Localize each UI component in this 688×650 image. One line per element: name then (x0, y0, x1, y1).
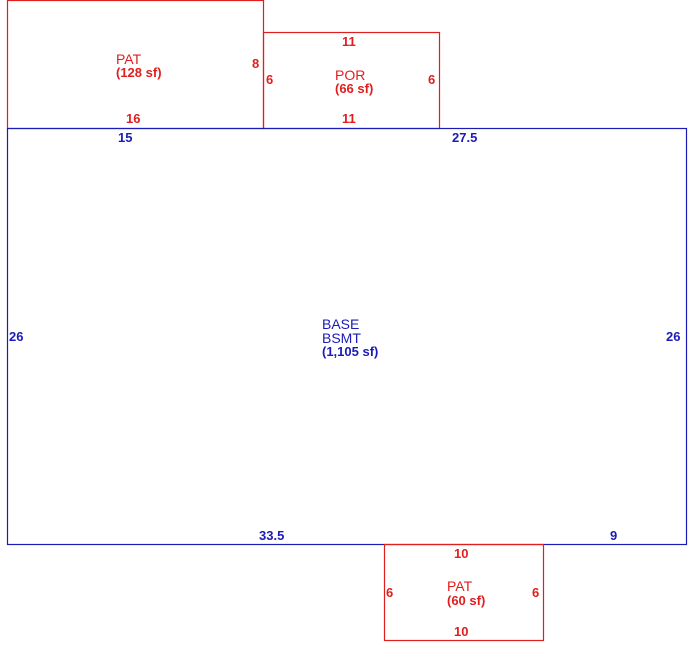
pat-bottom-dim-right: 6 (532, 585, 540, 600)
pat-top-label: PAT (116, 51, 142, 67)
base-dim-top-left: 15 (118, 130, 133, 145)
por-dim-right: 6 (428, 72, 436, 87)
pat-bottom-dim-bottom: 10 (454, 624, 469, 639)
base-dim-top-right: 27.5 (452, 130, 478, 145)
pat-bottom-dim-left: 6 (386, 585, 394, 600)
base-outline (6, 127, 688, 546)
por-dim-top: 11 (342, 34, 356, 49)
pat-top-dim-bottom: 16 (126, 111, 141, 126)
pat-bottom-area: (60 sf) (447, 593, 486, 608)
por-label: POR (335, 67, 366, 83)
base-area: (1,105 sf) (322, 344, 379, 359)
base-dim-left: 26 (9, 329, 24, 344)
base-dim-bottom-left: 33.5 (259, 528, 285, 543)
pat-top-dim-right: 8 (252, 56, 260, 71)
pat-bottom-dim-top: 10 (454, 546, 469, 561)
base-label: BASE (322, 316, 360, 332)
pat-bottom-outline (383, 543, 545, 642)
por-dim-left: 6 (266, 72, 274, 87)
pat-bottom-label: PAT (447, 578, 473, 594)
por-dim-bottom: 11 (342, 111, 356, 126)
base-dim-right: 26 (666, 329, 681, 344)
por-area: (66 sf) (335, 81, 374, 96)
base-sublabel: BSMT (322, 330, 361, 346)
pat-top-area: (128 sf) (116, 65, 162, 80)
base-dim-bottom-right: 9 (610, 528, 618, 543)
